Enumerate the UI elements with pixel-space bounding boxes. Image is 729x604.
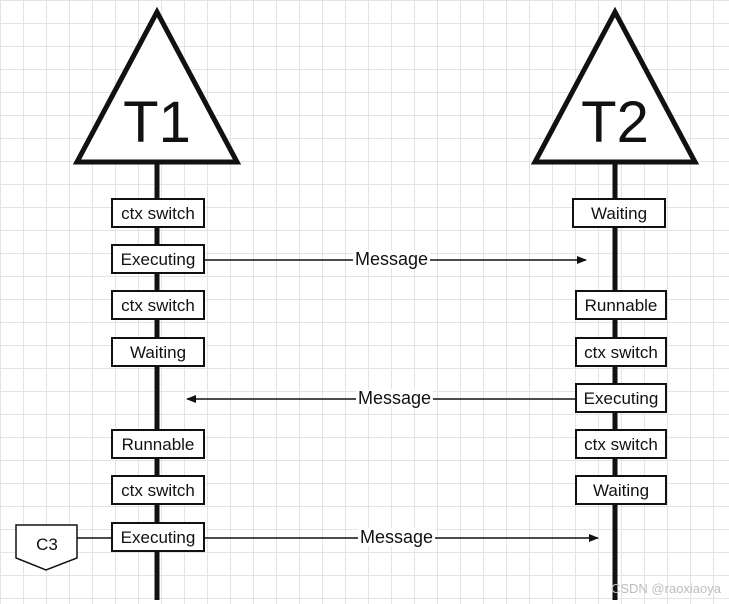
t2-state-ctx-switch: ctx switch — [575, 337, 667, 367]
c3-tag-label: C3 — [36, 535, 58, 554]
message-label-2: Message — [356, 388, 434, 408]
message-label-3: Message — [358, 527, 436, 547]
t2-state-waiting: Waiting — [575, 475, 667, 505]
t1-state-runnable: Runnable — [111, 429, 205, 459]
t1-triangle — [72, 6, 242, 165]
t2-title: T2 — [581, 90, 649, 155]
c3-tag-shape — [15, 524, 78, 571]
t1-state-ctx-switch: ctx switch — [111, 290, 205, 320]
t1-state-ctx-switch: ctx switch — [111, 198, 205, 228]
t1-state-waiting: Waiting — [111, 337, 205, 367]
t2-state-executing: Executing — [575, 383, 667, 413]
t1-state-executing: Executing — [111, 522, 205, 552]
t2-state-runnable: Runnable — [575, 290, 667, 320]
t2-triangle — [530, 6, 700, 165]
t2-state-waiting: Waiting — [572, 198, 666, 228]
message-label-1: Message — [353, 249, 431, 269]
watermark: CSDN @raoxiaoya — [610, 581, 721, 596]
t1-state-executing: Executing — [111, 244, 205, 274]
t1-title: T1 — [123, 90, 191, 155]
t2-state-ctx-switch: ctx switch — [575, 429, 667, 459]
t1-state-ctx-switch: ctx switch — [111, 475, 205, 505]
